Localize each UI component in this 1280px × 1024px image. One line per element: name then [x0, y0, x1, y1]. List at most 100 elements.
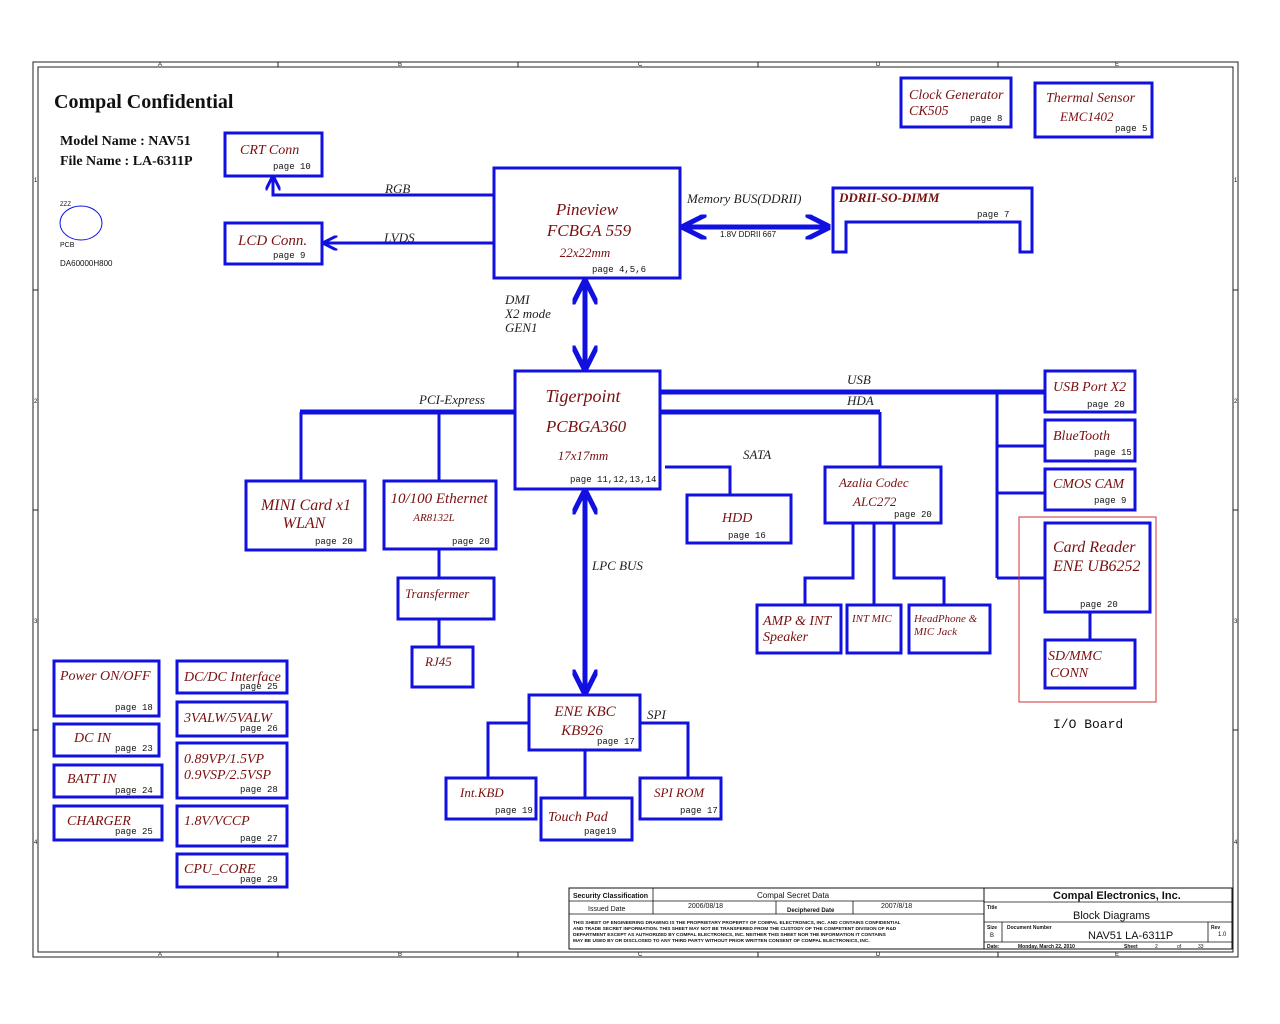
spi-rom-block: SPI ROM page 17	[638, 776, 723, 821]
svg-text:Power ON/OFF: Power ON/OFF	[59, 669, 151, 684]
svg-text:KB926: KB926	[560, 723, 603, 739]
pcb-label: PCB	[60, 242, 75, 249]
svg-text:0.89VP/1.5VP: 0.89VP/1.5VP	[184, 752, 265, 767]
pineview-cpu-block: Pineview FCBGA 559 22x22mm page 4,5,6	[492, 166, 682, 280]
svg-text:page 23: page 23	[115, 744, 153, 754]
svg-text:ENE UB6252: ENE UB6252	[1052, 558, 1141, 575]
svg-text:DC/DC Interface: DC/DC Interface	[183, 670, 281, 685]
tigerpoint-pch-block: Tigerpoint PCBGA360 17x17mm page 11,12,1…	[513, 369, 662, 491]
svg-text:page 29: page 29	[240, 875, 278, 885]
svg-text:CHARGER: CHARGER	[67, 814, 131, 829]
svg-text:Azalia Codec: Azalia Codec	[838, 475, 909, 490]
svg-text:FCBGA 559: FCBGA 559	[546, 221, 632, 240]
svg-text:PCBGA360: PCBGA360	[545, 417, 627, 436]
svg-text:Memory BUS(DDRII): Memory BUS(DDRII)	[686, 191, 801, 206]
svg-text:ENE KBC: ENE KBC	[553, 704, 616, 720]
mini-card-wlan-block: MINI Card x1 WLAN page 20	[244, 479, 367, 552]
svg-text:1.0: 1.0	[1218, 932, 1227, 938]
svg-text:Card Reader: Card Reader	[1053, 539, 1136, 556]
document-number: NAV51 LA-6311P	[1088, 930, 1173, 942]
cmos-cam-block: CMOS CAM page 9	[1043, 467, 1137, 512]
svg-text:page 17: page 17	[597, 737, 635, 747]
svg-text:USB: USB	[847, 372, 871, 387]
svg-text:EMC1402: EMC1402	[1059, 109, 1114, 124]
svg-text:Document Number: Document Number	[1007, 925, 1052, 931]
svg-text:DC IN: DC IN	[73, 731, 112, 746]
svg-text:CONN: CONN	[1050, 666, 1089, 681]
col-label: B	[398, 952, 402, 958]
row-label: 4	[34, 840, 38, 846]
svg-text:AND TRADE SECRET INFORMATION.: AND TRADE SECRET INFORMATION. THIS SHEET…	[573, 926, 897, 932]
transformer-block: Transfermer	[396, 576, 496, 621]
col-label: A	[158, 952, 162, 958]
svg-text:RGB: RGB	[384, 181, 410, 196]
svg-text:10/100 Ethernet: 10/100 Ethernet	[390, 491, 488, 507]
svg-text:Security Classification: Security Classification	[573, 893, 648, 900]
svg-text:1.8V/VCCP: 1.8V/VCCP	[184, 814, 250, 829]
svg-text:page 19: page 19	[495, 806, 533, 816]
col-label: A	[158, 62, 162, 68]
svg-text:page 20: page 20	[1087, 400, 1125, 410]
svg-text:DDRII-SO-DIMM: DDRII-SO-DIMM	[838, 190, 940, 205]
row-label: 3	[34, 619, 38, 625]
svg-text:INT MIC: INT MIC	[851, 613, 892, 625]
drawing-frame	[32, 61, 1239, 958]
svg-text:33: 33	[1198, 944, 1204, 950]
svg-text:LPC BUS: LPC BUS	[591, 558, 643, 573]
signal-labels: RGB LVDS Memory BUS(DDRII) 1.8V DDRII 66…	[383, 181, 874, 722]
col-label: E	[1115, 62, 1119, 68]
part-number: DA60000H800	[60, 259, 113, 268]
svg-text:Monday, March 22, 2010: Monday, March 22, 2010	[1018, 944, 1075, 950]
svg-text:MIC Jack: MIC Jack	[913, 626, 958, 638]
amp-speaker-block: AMP & INT Speaker	[755, 603, 843, 655]
svg-text:page 10: page 10	[273, 162, 311, 172]
int-kbd-block: Int.KBD page 19	[444, 776, 538, 821]
svg-text:DEPARTMENT EXCEPT AS AUTHORIZE: DEPARTMENT EXCEPT AS AUTHORIZED BY COMPA…	[573, 932, 887, 938]
3valw-5valw-block: 3VALW/5VALW page 26	[175, 700, 289, 738]
svg-text:page 8: page 8	[970, 114, 1002, 124]
svg-text:2006/08/18: 2006/08/18	[688, 903, 723, 910]
svg-text:MAY BE USED BY OR DISCLOSED TO: MAY BE USED BY OR DISCLOSED TO ANY THIRD…	[573, 938, 870, 944]
model-name: Model Name : NAV51	[60, 134, 191, 149]
azalia-codec-block: Azalia Codec ALC272 page 20	[823, 465, 943, 525]
svg-text:page 24: page 24	[115, 786, 153, 796]
svg-text:SPI: SPI	[647, 707, 666, 722]
col-label: B	[398, 62, 402, 68]
svg-text:Rev: Rev	[1211, 925, 1220, 931]
clock-generator-block: Clock Generator CK505 page 8	[899, 76, 1013, 129]
row-label: 2	[34, 399, 38, 405]
svg-text:CK505: CK505	[909, 104, 949, 119]
ethernet-block: 10/100 Ethernet AR8132L page 20	[382, 479, 498, 551]
svg-text:Int.KBD: Int.KBD	[459, 785, 504, 800]
sd-mmc-conn-block: SD/MMC CONN	[1043, 638, 1137, 690]
svg-text:AMP & INT: AMP & INT	[762, 614, 832, 629]
company-name: Compal Electronics, Inc.	[1053, 890, 1181, 902]
batt-in-block: BATT IN page 24	[52, 763, 164, 799]
svg-text:AR8132L: AR8132L	[412, 512, 455, 524]
svg-text:WLAN: WLAN	[283, 515, 327, 532]
svg-text:HeadPhone &: HeadPhone &	[913, 613, 978, 625]
svg-text:LCD Conn.: LCD Conn.	[237, 233, 307, 249]
svg-text:Tigerpoint: Tigerpoint	[545, 386, 621, 406]
svg-text:of: of	[1177, 944, 1182, 950]
svg-text:page 5: page 5	[1115, 124, 1147, 134]
col-label: C	[638, 952, 643, 958]
card-reader-block: Card Reader ENE UB6252 page 20	[1043, 521, 1152, 614]
svg-text:MINI Card x1: MINI Card x1	[260, 497, 351, 514]
svg-text:Title: Title	[987, 905, 997, 911]
svg-text:DMI: DMI	[504, 292, 530, 307]
page-title: Compal Confidential	[54, 91, 234, 113]
svg-text:0.9VSP/2.5VSP: 0.9VSP/2.5VSP	[184, 768, 272, 783]
col-label: D	[876, 952, 881, 958]
row-label: 3	[1234, 619, 1238, 625]
charger-block: CHARGER page 25	[52, 804, 164, 842]
svg-text:SATA: SATA	[743, 447, 771, 462]
wires	[273, 177, 1092, 798]
svg-text:22x22mm: 22x22mm	[560, 245, 611, 260]
row-label: 1	[1234, 178, 1238, 184]
svg-text:Deciphered Date: Deciphered Date	[787, 908, 835, 914]
headphone-jack-block: HeadPhone & MIC Jack	[907, 603, 992, 655]
svg-text:Date:: Date:	[987, 944, 1000, 950]
svg-text:17x17mm: 17x17mm	[558, 448, 609, 463]
svg-text:page 4,5,6: page 4,5,6	[592, 265, 646, 275]
